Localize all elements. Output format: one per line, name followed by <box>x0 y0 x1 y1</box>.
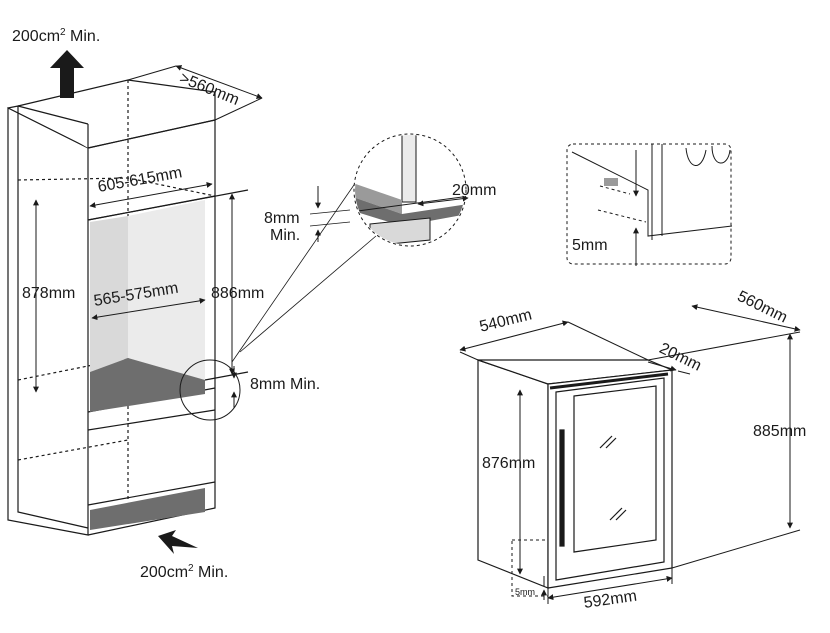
niche-height-left-label: 878mm <box>22 285 76 302</box>
detail-gap-label-1: 8mm <box>264 210 300 227</box>
airflow-up-arrow <box>50 50 84 98</box>
airflow-bottom-value: 200cm <box>140 564 189 581</box>
detail-side-gap-label: 20mm <box>452 182 497 199</box>
airflow-top-sup: 2 <box>60 27 66 38</box>
appliance-drawing <box>477 359 675 589</box>
foot-gap-label: 5mm <box>572 237 608 254</box>
body-height-label: 876mm <box>482 455 536 472</box>
airflow-top-suffix: Min. <box>65 28 101 45</box>
inner-width-dimension <box>91 297 206 321</box>
detail-circle <box>179 359 241 421</box>
cabinet-drawing <box>7 79 249 536</box>
airflow-in-arrow <box>158 530 198 554</box>
outer-width-dimension <box>89 182 213 208</box>
airflow-bottom-suffix: Min. <box>193 564 229 581</box>
zoom-detail <box>309 133 469 247</box>
cabinet-depth-dimension <box>127 65 263 121</box>
appliance-dimensions <box>459 304 801 604</box>
airflow-top-label: 200cm2 Min. <box>12 28 100 45</box>
airflow-top-value: 200cm <box>12 28 61 45</box>
foot-detail <box>566 143 733 266</box>
niche-height-right-label: 886mm <box>211 285 265 302</box>
total-height-label: 885mm <box>753 423 807 440</box>
airflow-bottom-label: 200cm2 Min. <box>140 564 228 581</box>
bottom-gap-label: 8mm Min. <box>250 376 321 393</box>
airflow-bottom-sup: 2 <box>188 563 194 574</box>
foot-gap-small-label: 5mm <box>515 587 535 597</box>
detail-gap-label-2: Min. <box>270 227 301 244</box>
